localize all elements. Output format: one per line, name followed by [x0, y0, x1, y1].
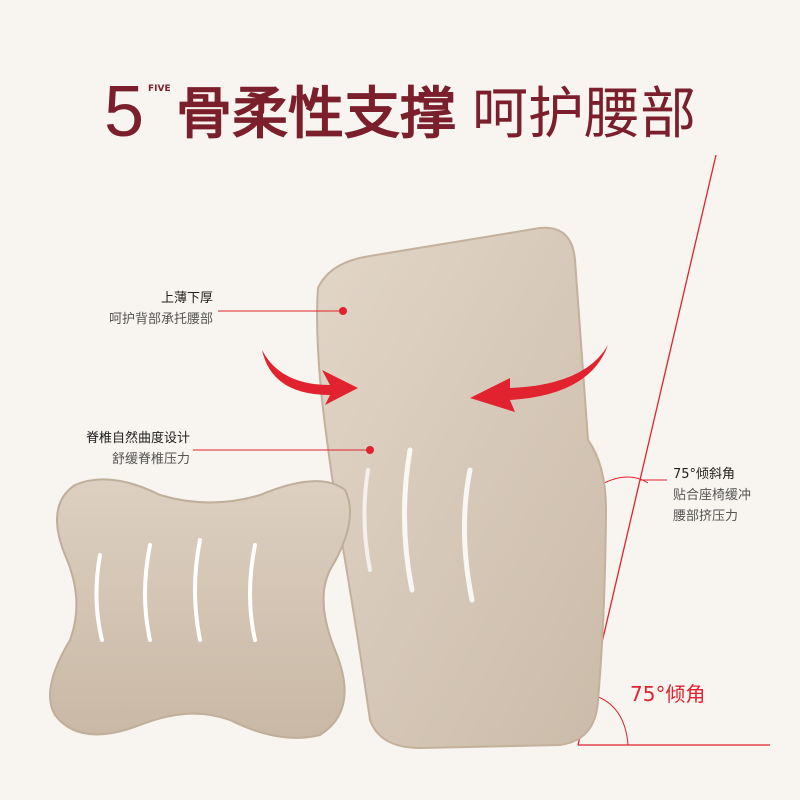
angle-label: 75°倾角 [630, 682, 706, 706]
logo-number: 5 [104, 72, 145, 152]
callout-tilt: 75°倾斜角 贴合座椅缓冲 腰部挤压力 [673, 464, 751, 527]
callout-heading: 上薄下厚 [160, 291, 213, 306]
callout-text: 腰部挤压力 [673, 509, 739, 524]
angle-guide [577, 154, 770, 746]
logo-text: FIVE [148, 84, 171, 94]
callout-thin-top: 上薄下厚 呵护背部承托腰部 [60, 288, 213, 330]
lumbar-pillow [316, 226, 608, 750]
neck-pillow [49, 478, 351, 739]
headline-bold: 骨柔性支撑 [176, 82, 456, 147]
pressure-arrows [262, 345, 608, 412]
callout-text: 舒缓脊椎压力 [111, 452, 190, 467]
callout-spine-curve: 脊椎自然曲度设计 舒缓脊椎压力 [30, 428, 190, 470]
callout-heading: 75°倾斜角 [673, 467, 736, 482]
headline-light: 呵护腰部 [472, 82, 696, 147]
callout-lines [193, 307, 374, 454]
callout-text: 贴合座椅缓冲 [673, 488, 752, 503]
brand-logo: 5 FIVE [104, 76, 176, 148]
callout-heading: 脊椎自然曲度设计 [85, 431, 190, 446]
headline: 5 FIVE 骨柔性支撑 呵护腰部 [104, 76, 696, 148]
callout-text: 呵护背部承托腰部 [108, 312, 213, 327]
